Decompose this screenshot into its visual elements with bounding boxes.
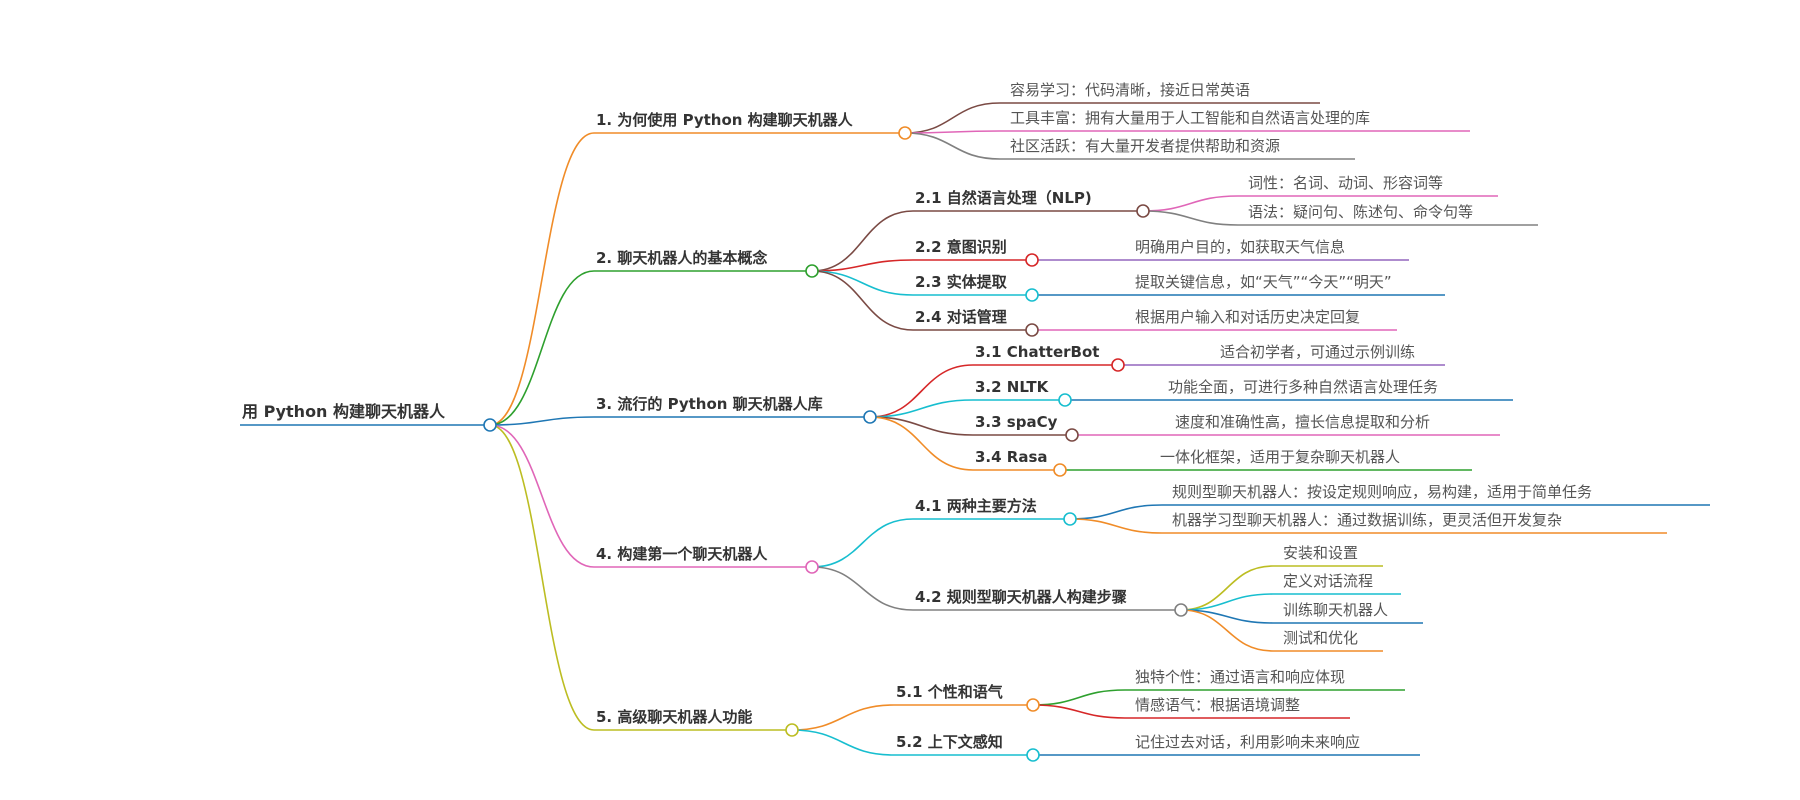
node-2-3-connector bbox=[811, 270, 914, 296]
branch-5-collapse-toggle[interactable] bbox=[785, 723, 799, 737]
node-4-2-connector bbox=[811, 566, 914, 611]
branch-1-title: 1. 为何使用 Python 构建聊天机器人 bbox=[596, 111, 853, 129]
node-2-1-connector bbox=[811, 210, 914, 272]
branch-4-connector bbox=[489, 424, 595, 568]
leaf-4-2-1: 安装和设置 bbox=[1283, 544, 1359, 562]
leaf-4-2-3: 训练聊天机器人 bbox=[1283, 601, 1389, 619]
leaf-4-1-2-connector bbox=[1069, 518, 1163, 534]
node-3-4-connector bbox=[869, 416, 974, 471]
branch-3-connector bbox=[489, 416, 595, 426]
branch-3-collapse-toggle[interactable] bbox=[863, 410, 877, 424]
node-2-4-title: 2.4 对话管理 bbox=[915, 308, 1007, 326]
leaf-4-2-3-connector bbox=[1180, 609, 1274, 624]
node-5-2-collapse-toggle[interactable] bbox=[1026, 748, 1040, 762]
node-4-2-collapse-toggle[interactable] bbox=[1174, 603, 1188, 617]
leaf-2-1-2-connector bbox=[1142, 210, 1239, 226]
node-3-4-collapse-toggle[interactable] bbox=[1053, 463, 1067, 477]
leaf-2-3-1: 提取关键信息，如“天气”“今天”“明天” bbox=[1135, 273, 1392, 291]
node-5-2-title: 5.2 上下文感知 bbox=[896, 733, 1003, 751]
node-3-1-connector bbox=[869, 364, 974, 418]
node-2-2-collapse-toggle[interactable] bbox=[1025, 253, 1039, 267]
node-5-1-title: 5.1 个性和语气 bbox=[896, 683, 1003, 701]
node-3-4-title: 3.4 Rasa bbox=[975, 448, 1048, 466]
branch-1-connector bbox=[489, 132, 595, 426]
leaf-4-2-2: 定义对话流程 bbox=[1283, 572, 1374, 590]
node-5-2-connector bbox=[791, 729, 895, 756]
node-2-3-collapse-toggle[interactable] bbox=[1025, 288, 1039, 302]
node-5-1-connector bbox=[791, 704, 895, 731]
leaf-2-1-2: 语法：疑问句、陈述句、命令句等 bbox=[1248, 203, 1474, 221]
branch-4-title: 4. 构建第一个聊天机器人 bbox=[596, 545, 768, 563]
node-2-2-title: 2.2 意图识别 bbox=[915, 238, 1007, 256]
leaf-3-4-1: 一体化框架，适用于复杂聊天机器人 bbox=[1160, 448, 1401, 466]
branch-2-title: 2. 聊天机器人的基本概念 bbox=[596, 249, 768, 267]
branch-1-leaf-1-connector bbox=[904, 102, 1001, 134]
node-2-1-title: 2.1 自然语言处理（NLP) bbox=[915, 189, 1092, 207]
leaf-2-2-1: 明确用户目的，如获取天气信息 bbox=[1135, 238, 1346, 256]
branch-2-collapse-toggle[interactable] bbox=[805, 264, 819, 278]
node-3-3-title: 3.3 spaCy bbox=[975, 413, 1058, 431]
node-3-2-title: 3.2 NLTK bbox=[975, 378, 1049, 396]
node-3-3-connector bbox=[869, 416, 974, 436]
leaf-2-1-1: 词性：名词、动词、形容词等 bbox=[1248, 174, 1444, 192]
root-topic: 用 Python 构建聊天机器人 bbox=[242, 402, 446, 421]
branch-5-connector bbox=[489, 424, 595, 731]
node-3-1-collapse-toggle[interactable] bbox=[1111, 358, 1125, 372]
branch-2-connector bbox=[489, 270, 595, 426]
node-3-2-collapse-toggle[interactable] bbox=[1058, 393, 1072, 407]
branch-1-leaf-1: 容易学习：代码清晰，接近日常英语 bbox=[1010, 81, 1251, 99]
leaf-5-1-1: 独特个性：通过语言和响应体现 bbox=[1135, 668, 1346, 686]
node-3-1-title: 3.1 ChatterBot bbox=[975, 343, 1100, 361]
branch-1-leaf-3-connector bbox=[904, 132, 1001, 160]
branch-1-leaf-3: 社区活跃：有大量开发者提供帮助和资源 bbox=[1010, 137, 1281, 155]
branch-1-collapse-toggle[interactable] bbox=[898, 126, 912, 140]
leaf-3-2-1: 功能全面，可进行多种自然语言处理任务 bbox=[1168, 378, 1439, 396]
branch-1-leaf-2: 工具丰富：拥有大量用于人工智能和自然语言处理的库 bbox=[1010, 109, 1371, 127]
leaf-5-1-2: 情感语气：根据语境调整 bbox=[1135, 696, 1301, 714]
node-3-3-collapse-toggle[interactable] bbox=[1065, 428, 1079, 442]
node-3-2-connector bbox=[869, 399, 974, 418]
leaf-4-1-1-connector bbox=[1069, 504, 1163, 520]
leaf-4-2-1-connector bbox=[1180, 565, 1274, 611]
branch-5-title: 5. 高级聊天机器人功能 bbox=[596, 708, 753, 726]
leaf-2-4-1: 根据用户输入和对话历史决定回复 bbox=[1135, 308, 1361, 326]
leaf-3-3-1: 速度和准确性高，擅长信息提取和分析 bbox=[1175, 413, 1431, 431]
leaf-4-2-2-connector bbox=[1180, 593, 1274, 611]
leaf-4-1-1: 规则型聊天机器人：按设定规则响应，易构建，适用于简单任务 bbox=[1172, 483, 1593, 501]
node-4-1-connector bbox=[811, 518, 914, 568]
leaf-3-1-1: 适合初学者，可通过示例训练 bbox=[1220, 343, 1416, 361]
root-collapse-toggle[interactable] bbox=[483, 418, 497, 432]
node-5-1-collapse-toggle[interactable] bbox=[1026, 698, 1040, 712]
branch-4-collapse-toggle[interactable] bbox=[805, 560, 819, 574]
node-2-3-title: 2.3 实体提取 bbox=[915, 273, 1007, 291]
leaf-4-2-4-connector bbox=[1180, 609, 1274, 652]
node-4-1-collapse-toggle[interactable] bbox=[1063, 512, 1077, 526]
leaf-5-1-2-connector bbox=[1032, 704, 1126, 719]
leaf-5-1-1-connector bbox=[1032, 689, 1126, 706]
branch-3-title: 3. 流行的 Python 聊天机器人库 bbox=[596, 395, 823, 413]
leaf-2-1-1-connector bbox=[1142, 195, 1239, 212]
node-4-1-title: 4.1 两种主要方法 bbox=[915, 497, 1037, 515]
node-2-4-collapse-toggle[interactable] bbox=[1025, 323, 1039, 337]
node-2-1-collapse-toggle[interactable] bbox=[1136, 204, 1150, 218]
leaf-4-2-4: 测试和优化 bbox=[1283, 629, 1359, 647]
leaf-5-2-1: 记住过去对话，利用影响未来响应 bbox=[1135, 733, 1361, 751]
node-4-2-title: 4.2 规则型聊天机器人构建步骤 bbox=[915, 588, 1127, 606]
leaf-4-1-2: 机器学习型聊天机器人：通过数据训练，更灵活但开发复杂 bbox=[1172, 511, 1563, 529]
node-2-4-connector bbox=[811, 270, 914, 331]
node-2-2-connector bbox=[811, 259, 914, 272]
